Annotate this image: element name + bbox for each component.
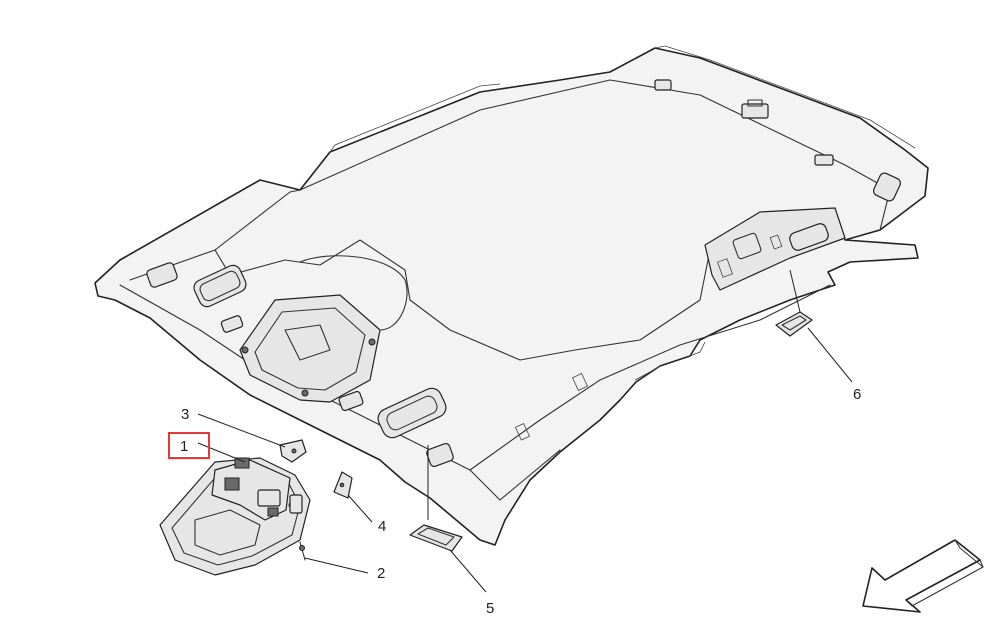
callout-1-label: 1 [180, 438, 188, 455]
leader-3 [197, 413, 286, 448]
direction-arrow-icon [862, 539, 984, 613]
leader-5 [449, 549, 487, 593]
callout-5-label: 5 [486, 600, 494, 617]
leader-6 [807, 327, 853, 383]
part-6-rear-lamp [775, 269, 813, 337]
part-2-screw [299, 541, 306, 561]
callouts: 1 2 3 4 5 6 [168, 386, 861, 617]
leader-2 [304, 557, 369, 574]
leader-4 [347, 494, 373, 523]
part-4-bracket [333, 471, 353, 499]
leader-lines [197, 327, 853, 593]
callout-3-label: 3 [181, 406, 189, 423]
part-3-clip [279, 439, 307, 463]
callout-2-label: 2 [377, 565, 385, 582]
callout-4-label: 4 [378, 518, 386, 535]
leader-1 [197, 442, 246, 463]
callout-6-label: 6 [853, 386, 861, 403]
callout-1-highlight-box [168, 432, 210, 459]
part-5-lamp [409, 445, 463, 552]
headliner-panel [94, 45, 929, 546]
part-1-overhead-console [159, 457, 311, 576]
